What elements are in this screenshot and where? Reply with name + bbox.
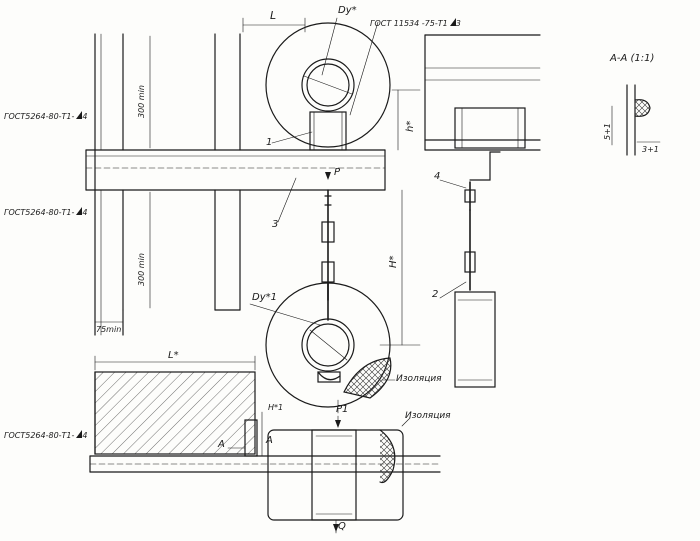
dimension-dy1: Dу*1 (252, 292, 277, 303)
gost-weld-label-top: ГОСТ5264-80-Т1-4 (4, 111, 88, 121)
insulation-label-top: Изоляция (396, 374, 442, 384)
insulation-label-bottom: Изоляция (405, 411, 451, 421)
left-column-structure (85, 33, 386, 336)
dimension-75min: 75min (96, 325, 122, 334)
section-dim-3: 3+1 (642, 145, 659, 154)
item-number-3: 3 (272, 219, 279, 230)
dimension-300min-bottom: 300 min (137, 253, 146, 286)
section-dim-5: 5+1 (603, 123, 612, 140)
item-number-2: 2 (432, 289, 439, 300)
section-mark-a-left: A (218, 439, 225, 450)
gost-weld-label-bottom: ГОСТ5264-80-Т1-4 (4, 430, 88, 440)
dimension-H-star-1: H*1 (268, 403, 284, 412)
load-P1: P1 (336, 404, 349, 415)
dimension-dy: Dу* (338, 5, 357, 16)
section-a-a-view (611, 84, 661, 156)
dimension-h: h* (405, 120, 416, 132)
lower-pipe-assembly (249, 281, 396, 426)
section-title: A-A (1:1) (610, 53, 655, 64)
hanger-rod (277, 177, 421, 346)
upper-pipe-assembly (242, 17, 421, 151)
right-side-view (424, 34, 541, 388)
dimension-H: H* (388, 255, 399, 268)
load-P: P (334, 167, 341, 178)
gost-weld-label-mid: ГОСТ5264-80-Т1-4 (4, 207, 88, 217)
section-mark-a-right: A (266, 435, 273, 446)
bottom-assembly (89, 355, 441, 535)
dimension-L: L (270, 9, 277, 22)
item-number-4: 4 (434, 171, 441, 182)
dimension-300min-top: 300 min (137, 85, 146, 118)
item-number-1: 1 (266, 137, 273, 148)
load-Q: Q (338, 521, 346, 532)
dimension-L-star: L* (168, 350, 179, 361)
